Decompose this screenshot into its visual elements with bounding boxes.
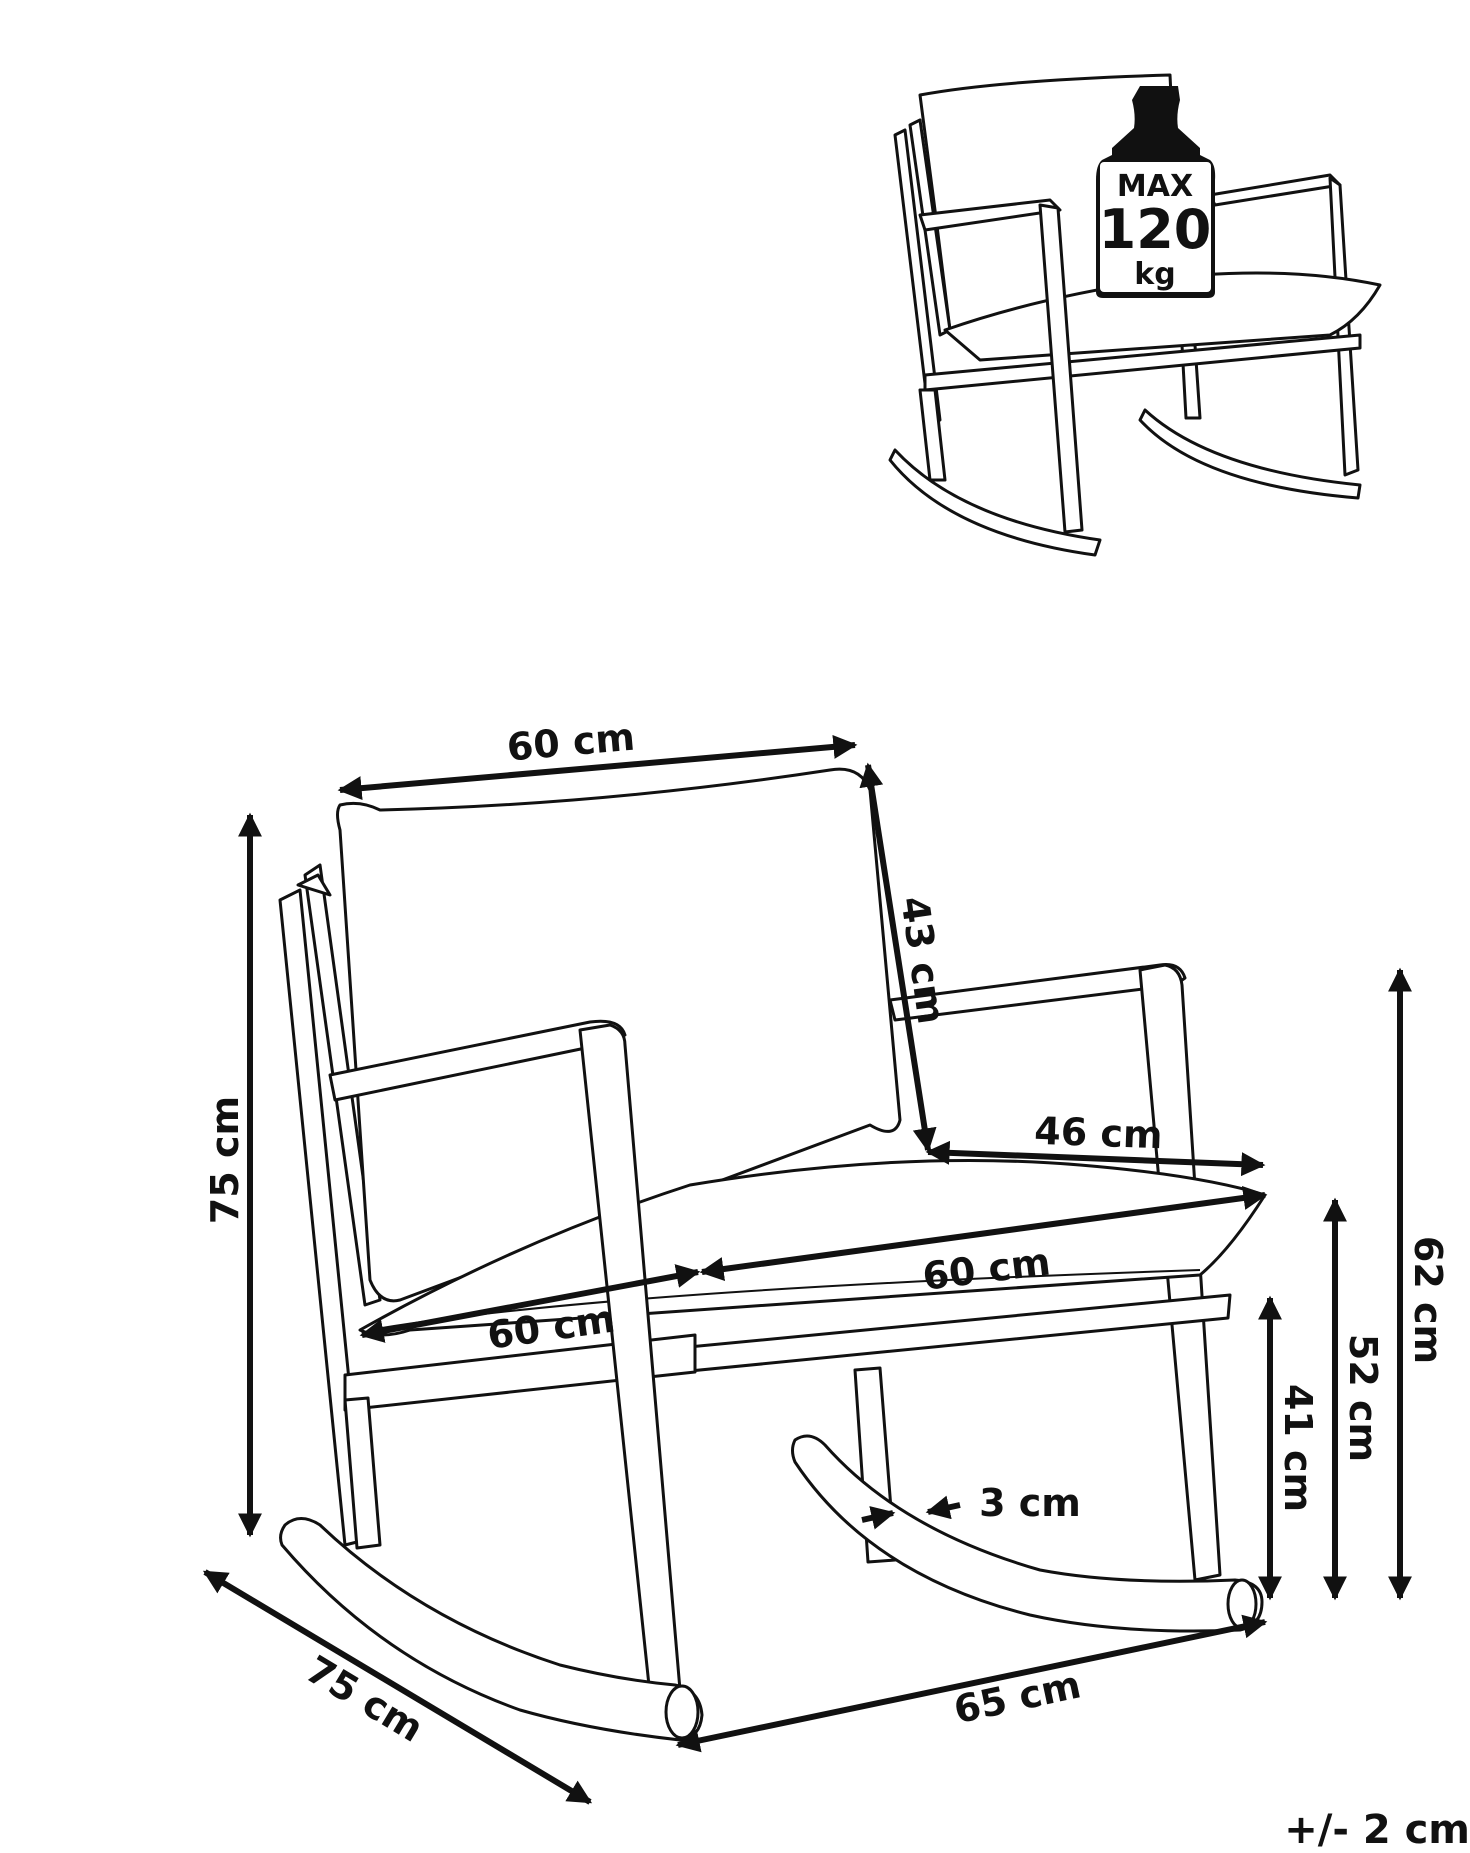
dim-seat-depth: 46 cm — [1034, 1109, 1164, 1157]
badge-max-text: MAX — [1117, 169, 1193, 204]
dim-backrest-width: 60 cm — [505, 715, 637, 770]
max-weight-badge: MAX 120 kg — [1096, 86, 1216, 298]
badge-weight-text: 120 — [1099, 198, 1212, 261]
dim-seat-height-frame: 41 cm — [1276, 1384, 1320, 1512]
dim-seat-height-cushion: 52 cm — [1341, 1334, 1385, 1462]
dim-armrest-height: 62 cm — [1406, 1236, 1450, 1364]
tolerance-note: +/- 2 cm — [1284, 1807, 1470, 1853]
dim-depth: 75 cm — [298, 1647, 431, 1751]
dim-rocker-thickness: 3 cm — [979, 1481, 1081, 1525]
badge-unit-text: kg — [1134, 257, 1175, 292]
dim-total-height: 75 cm — [203, 1096, 247, 1224]
large-chair-illustration — [278, 767, 1267, 1742]
dimension-arrows — [202, 734, 1412, 1805]
small-chair-illustration — [888, 73, 1382, 557]
